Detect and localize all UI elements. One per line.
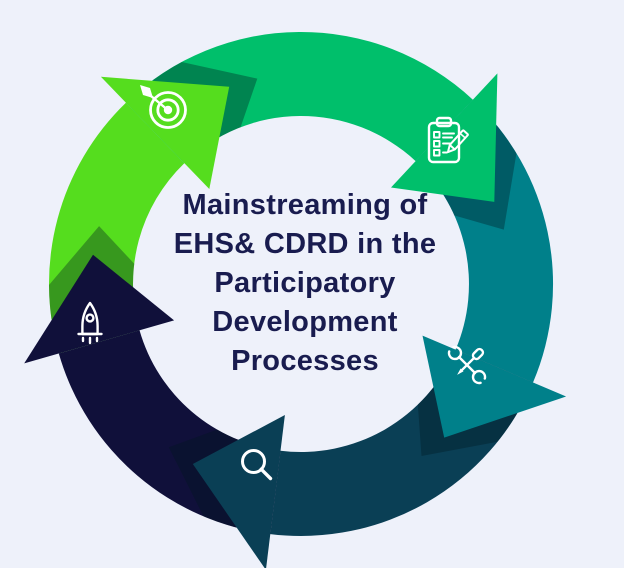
title-line: Mainstreaming of	[182, 189, 428, 221]
target-dart-icon	[140, 85, 187, 129]
title-line: Participatory	[214, 267, 396, 299]
segment-arrowhead-crossed-tools	[422, 335, 567, 438]
clipboard-checklist-pencil-icon	[427, 116, 469, 164]
segment-arrowhead-target-dart	[100, 76, 230, 189]
magnifier-icon	[241, 449, 273, 481]
crossed-tools-icon	[447, 345, 487, 385]
segment-icons	[77, 85, 487, 481]
rocket-icon	[77, 301, 103, 345]
diagram-title: Mainstreaming of EHS& CDRD in the Partic…	[174, 186, 437, 381]
segment-arrowhead-rocket	[24, 254, 175, 364]
title-line: EHS& CDRD in the	[173, 228, 437, 260]
title-line: Development	[212, 306, 398, 338]
title-line: Processes	[231, 345, 379, 377]
